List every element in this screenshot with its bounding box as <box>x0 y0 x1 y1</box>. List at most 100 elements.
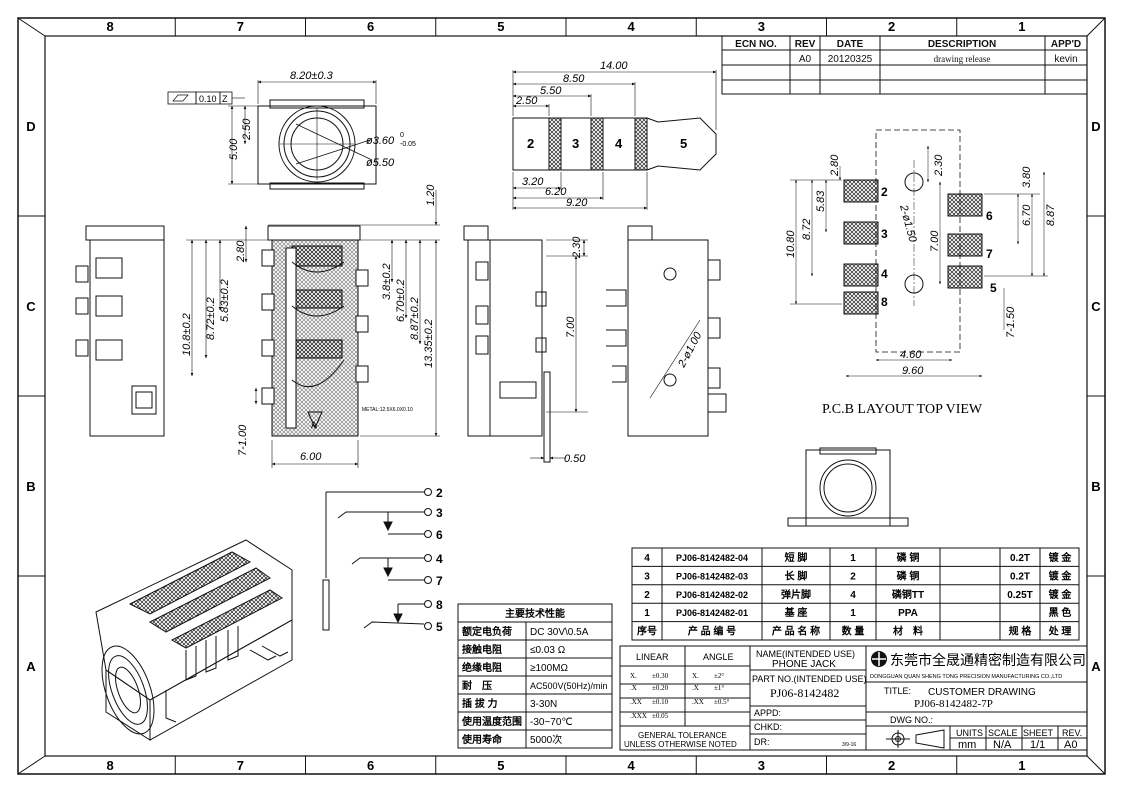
zone-top-1: 1 <box>1018 19 1025 34</box>
bom-header-6: 处 理 <box>1048 625 1072 638</box>
pcb-dim-8-72: 8.72 <box>801 219 813 240</box>
bom-cell: 镀 金 <box>1049 551 1073 564</box>
dim-side-2-30: 2.30 <box>571 236 583 259</box>
company-name-en: DONGGUAN QUAN SHENG TONG PRECISION MANUF… <box>870 674 1062 680</box>
dim-side-0-50: 0.50 <box>564 453 586 465</box>
metal-note: METAL:12.5X6.0X0.10 <box>362 407 413 413</box>
zone-left-C: C <box>26 299 36 314</box>
zone-bottom-4: 4 <box>628 758 636 773</box>
schematic-pin-8: 8 <box>436 598 443 612</box>
schematic-pin-3: 3 <box>436 506 443 520</box>
bom-cell: 1 <box>850 608 856 619</box>
bom-header-3: 数 量 <box>842 625 865 638</box>
bom-cell: 磷 铜 <box>897 569 920 582</box>
dim-top-8-87: 8.87±0.2 <box>409 297 421 340</box>
dim-top-3-8: 3.8±0.2 <box>381 263 393 300</box>
title-value-2: PJ06-8142482-7P <box>914 698 993 710</box>
pcb-dim-9-60: 9.60 <box>902 365 924 377</box>
zone-bottom-7: 7 <box>237 758 244 773</box>
title-label: TITLE: <box>884 686 911 696</box>
tol-angle-header: ANGLE <box>703 652 734 662</box>
bom-cell: 2 <box>644 590 650 601</box>
right-side-view <box>606 225 727 437</box>
plug-segment-5: 5 <box>680 136 687 151</box>
isometric-view <box>95 539 293 741</box>
dim-top-6-00: 6.00 <box>300 451 322 463</box>
dim-front-outer: ø5.50 <box>366 157 395 169</box>
pcb-layout-title: P.C.B LAYOUT TOP VIEW <box>822 402 983 417</box>
bom-cell: 0.25T <box>1007 590 1033 601</box>
left-side-view <box>75 225 165 437</box>
tol-cell: .XX <box>630 698 642 706</box>
spec-value: ≤0.03 Ω <box>530 645 566 656</box>
pcb-dim-5-83: 5.83 <box>815 190 827 212</box>
dim-plug-b1: 3.20 <box>522 176 544 188</box>
bom-cell: 磷铜TT <box>892 588 924 601</box>
bom-cell: 0.2T <box>1010 571 1030 582</box>
spec-label: 插 拔 力 <box>462 697 498 710</box>
pcb-dim-10-80: 10.80 <box>785 230 797 258</box>
bom-cell: 4 <box>850 590 856 601</box>
tol-cell: ±2° <box>714 672 724 680</box>
zone-top-5: 5 <box>497 19 504 34</box>
top-view <box>186 190 440 468</box>
pcb-dim-holes: 2-ø1.50 <box>897 203 919 245</box>
dim-plug-d3: 2.50 <box>515 95 538 107</box>
schematic-pin-6: 6 <box>436 528 443 542</box>
dim-top-1-00: 7-1.00 <box>237 424 249 456</box>
zone-ticks <box>18 18 1105 774</box>
pcb-dim-2-80: 2.80 <box>829 154 841 177</box>
appd-label: APPD: <box>754 708 781 718</box>
pcb-dim-4-60: 4.60 <box>900 349 922 361</box>
pcb-dim-8-87: 8.87 <box>1045 204 1057 226</box>
units-value: mm <box>958 739 976 751</box>
bom-cell: PJ06-8142482-03 <box>676 571 748 581</box>
bottom-view <box>787 447 909 527</box>
schematic-pin-7: 7 <box>436 574 443 588</box>
zone-top-2: 2 <box>888 19 895 34</box>
spec-label: 绝缘电阻 <box>462 661 502 674</box>
zone-right-D: D <box>1091 119 1100 134</box>
spec-label: 使用温度范围 <box>461 715 522 728</box>
pcb-pad-7: 7 <box>986 247 993 261</box>
spec-value: ≥100MΩ <box>530 663 569 674</box>
tol-cell: ±0.10 <box>652 698 669 706</box>
rev-label: REV. <box>1062 728 1082 738</box>
zone-right-B: B <box>1091 479 1100 494</box>
schematic-pin-4: 4 <box>436 552 443 566</box>
dim-top-10-8: 10.8±0.2 <box>181 313 193 356</box>
spec-label: 额定电负荷 <box>462 625 512 638</box>
bom-cell: 0.2T <box>1010 553 1030 564</box>
tol-cell: .X <box>630 684 637 692</box>
dim-plug-total: 14.00 <box>600 60 628 72</box>
dim-top-13-35: 13.35±0.2 <box>423 319 435 368</box>
rev-cell-2: 20120325 <box>828 54 873 65</box>
tol-general-2: UNLESS OTHERWISE NOTED <box>624 740 737 749</box>
zone-left-B: B <box>26 479 35 494</box>
plug-view <box>512 70 717 210</box>
zone-top-4: 4 <box>628 19 636 34</box>
pcb-dim-3-80: 3.80 <box>1021 166 1033 188</box>
company-name-cn: 东莞市全晟通精密制造有限公司 <box>890 652 1086 668</box>
pcb-dim-7-00: 7.00 <box>929 230 941 252</box>
bom-cell: 短 脚 <box>785 551 808 564</box>
tol-cell: X. <box>692 672 699 680</box>
schematic-pin-5: 5 <box>436 620 443 634</box>
bom-table <box>631 547 1080 641</box>
bom-cell: PJ06-8142482-02 <box>676 590 748 600</box>
tol-cell: ±0.30 <box>652 672 669 680</box>
pcb-pad-2: 2 <box>881 185 888 199</box>
rev-header-0: ECN NO. <box>735 39 777 50</box>
spec-value: 5000次 <box>530 733 562 746</box>
name-value: PHONE JACK <box>772 659 836 670</box>
rev-header-3: DESCRIPTION <box>928 39 996 50</box>
dim-front-hole-tol-up: 0 <box>400 132 404 139</box>
rev-cell-4: kevin <box>1054 54 1077 65</box>
dr-date: 3/9-16 <box>842 742 856 748</box>
zone-top-3: 3 <box>758 19 765 34</box>
pcb-dim-7-1-50: 7-1.50 <box>1005 306 1017 338</box>
pcb-layout <box>790 129 1048 378</box>
dim-front-hole-tol-down: -0.05 <box>400 141 416 148</box>
